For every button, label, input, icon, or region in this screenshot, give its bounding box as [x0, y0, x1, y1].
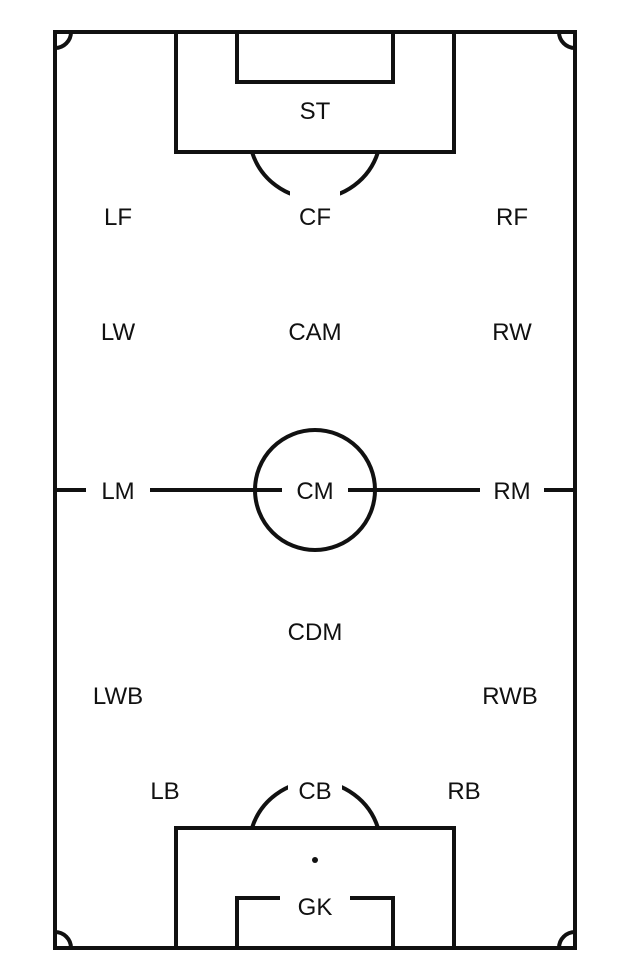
top-penalty-box [174, 30, 456, 154]
position-gk: GK [298, 894, 333, 921]
position-cam: CAM [288, 319, 341, 346]
position-lw: LW [101, 319, 136, 346]
position-lb: LB [150, 778, 179, 805]
corner-arc-top-left [54, 31, 73, 50]
position-cf: CF [299, 204, 331, 231]
position-rf: RF [496, 204, 528, 231]
position-cdm: CDM [288, 619, 343, 646]
corner-arc-top-right [557, 31, 576, 50]
position-rb: RB [447, 778, 480, 805]
penalty-spot [312, 857, 318, 863]
position-rw: RW [492, 319, 532, 346]
position-lf: LF [104, 204, 132, 231]
position-lwb: LWB [93, 683, 143, 710]
label-knockout-rm [480, 474, 544, 506]
position-cm: CM [296, 478, 333, 505]
label-knockout-cb [288, 772, 342, 806]
label-knockout-st [290, 94, 340, 126]
corner-arc-bottom-right [557, 930, 576, 949]
label-knockout-gk [280, 888, 350, 922]
label-knockout-cf [290, 186, 340, 220]
position-rwb: RWB [482, 683, 538, 710]
position-lm: LM [101, 478, 134, 505]
top-goal-box [235, 30, 395, 84]
label-knockout-lm [86, 474, 150, 506]
label-knockout-cm [282, 474, 348, 506]
position-st: ST [300, 98, 331, 125]
center-circle [253, 428, 377, 552]
corner-arc-bottom-left [54, 930, 73, 949]
position-cb: CB [298, 778, 331, 805]
position-rm: RM [493, 478, 530, 505]
